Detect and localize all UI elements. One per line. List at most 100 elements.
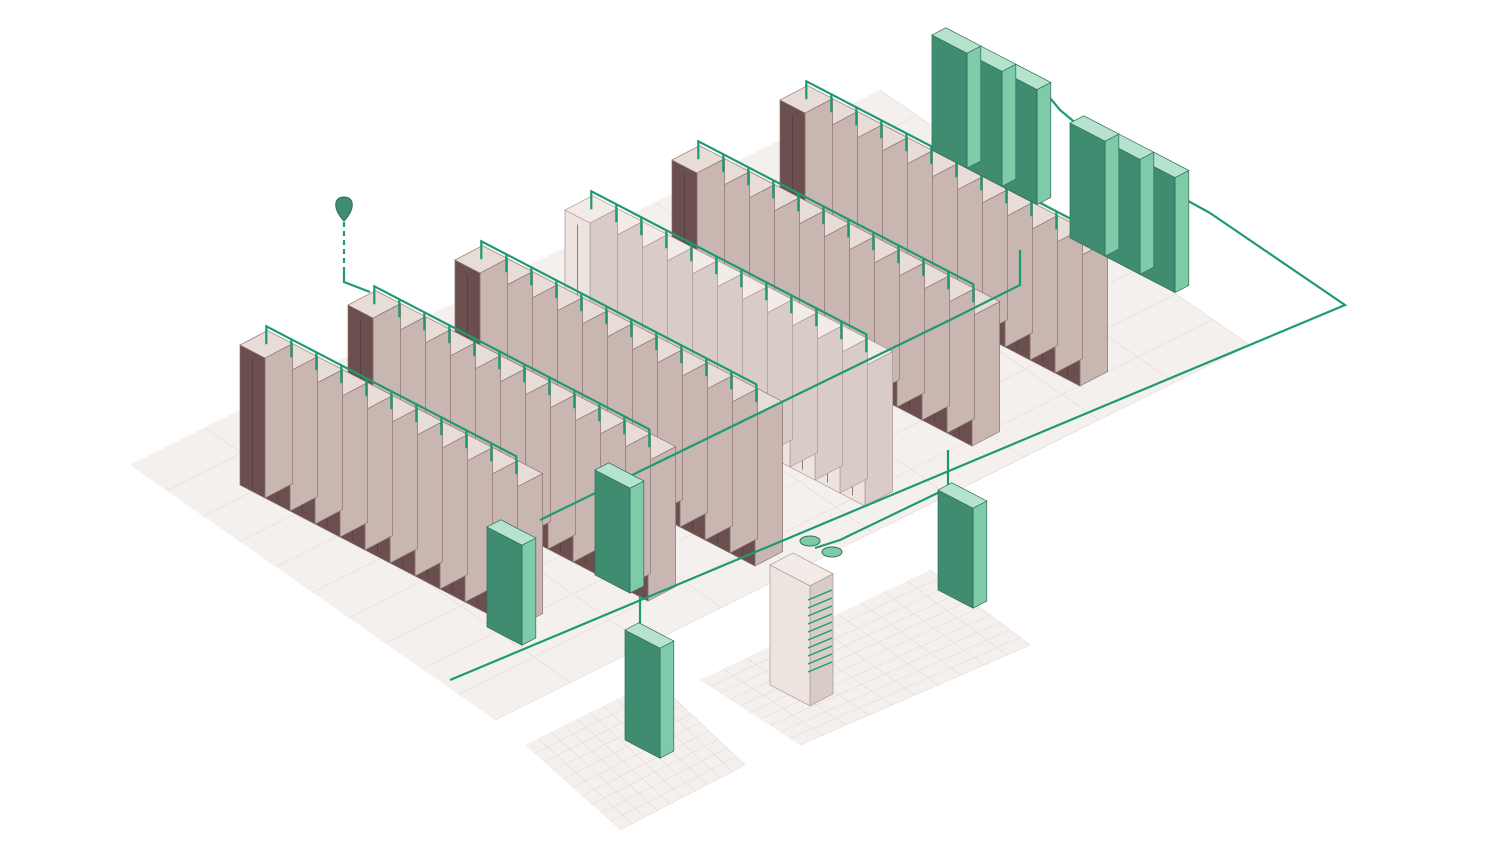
- floor-grid-line: [789, 637, 1021, 739]
- cooling-unit-row-1-end-cabinet-1-side: [521, 537, 537, 646]
- row-4-rack-10-side: [814, 325, 843, 481]
- uplink: [335, 196, 371, 294]
- cooling-unit-back-right-cabinet-3-side: [1174, 169, 1190, 294]
- uplink-cable: [342, 270, 371, 294]
- row-3: [454, 245, 784, 567]
- floor-grid-line: [799, 644, 1031, 746]
- cooling-unit-front-left-cabinet-1: [624, 622, 675, 759]
- row-5-rack-12-side: [971, 301, 1000, 447]
- cooling-unit-front-left-cabinet-1-side: [659, 640, 675, 759]
- floor-grid-line: [619, 764, 746, 831]
- row-3-rack-10-side: [704, 375, 733, 541]
- cooling-unit-row-1-end-cabinet-1-top: [486, 519, 537, 546]
- row-1-rack-1: [239, 330, 294, 499]
- row-3-cable: [480, 239, 758, 403]
- patch-panel-line: [807, 645, 833, 657]
- cooling-unit-front-right-cabinet-1: [937, 482, 988, 609]
- cooling-unit-back-left-cabinet-1: [931, 27, 982, 169]
- main-cable-trunk: [449, 212, 1348, 682]
- cooling-unit-row-2-end-cabinet-1-front: [594, 469, 631, 594]
- patch-panel-line: [807, 621, 833, 633]
- floor-grid-line: [837, 613, 939, 686]
- patch-panel-line: [807, 653, 833, 665]
- sensor-icon: [821, 546, 843, 558]
- cooling-unit-front-right-cabinet-1-front: [937, 489, 974, 609]
- cooling-unit-front-right-cabinet-1-side: [972, 500, 988, 609]
- cooling-unit-back-left-cabinet-1-top: [931, 27, 982, 54]
- row-2-rack-12-side: [647, 446, 676, 602]
- row-1-rack-1-side: [264, 343, 293, 499]
- cooling-unit-back-left-cabinet-3-side: [1036, 81, 1052, 206]
- cooling-unit-back-left-cabinet-1-front: [931, 34, 968, 169]
- floor-grid-line: [749, 607, 981, 713]
- row-1-rack-7-side: [414, 421, 443, 577]
- row-1-rack-5-side: [364, 395, 393, 551]
- row-5-cable: [697, 139, 975, 303]
- cooling-unit-back-left-cabinet-2-side: [1001, 63, 1017, 187]
- row-1-rack-2-side: [289, 356, 318, 512]
- sensor-cable: [814, 487, 949, 550]
- left-floor-pad-surface: [525, 680, 745, 830]
- center-floor-pad: [700, 569, 1031, 746]
- cooling-unit-front-left-cabinet-1-top: [624, 622, 675, 649]
- cooling-unit-row-1-end-cabinet-1: [486, 519, 537, 646]
- floor-grid-line: [769, 622, 1001, 726]
- cooling-unit-row-1-end-cabinet-1-front: [486, 526, 523, 646]
- cooling-unit-back-right-cabinet-1-front: [1069, 122, 1106, 257]
- row-6-rack-11-side: [1054, 228, 1083, 374]
- floor-grid-line: [572, 722, 701, 788]
- floor-grid-line: [494, 344, 1251, 721]
- row-6-rack-12-side: [1079, 241, 1108, 387]
- row-4-cable: [590, 189, 868, 353]
- patch-panel-line: [807, 629, 833, 641]
- floor-grid-line: [591, 739, 719, 805]
- row-3-rack-11-side: [729, 388, 758, 554]
- floor-grid-line: [581, 730, 710, 797]
- row-1-rack-4-side: [339, 382, 368, 538]
- row-2-cable: [373, 284, 651, 448]
- cooling-unit-row-2-end: [594, 462, 645, 594]
- floor-grid-line: [860, 602, 962, 676]
- floor-grid-line: [610, 756, 737, 822]
- sensors: [799, 535, 843, 558]
- row-6-rack-9-side: [1004, 202, 1033, 348]
- patch-panel-line: [807, 605, 833, 617]
- row-2-rack-8-side: [547, 394, 576, 550]
- cooling-unit-back-right: [1069, 115, 1190, 294]
- cooling-unit-front-right: [937, 482, 988, 609]
- cooling-unit-back-left-cabinet-1-side: [966, 45, 982, 169]
- row-5-rack-10-side: [921, 275, 950, 421]
- row-1-rack-3-side: [314, 369, 343, 525]
- cooling-unit-back-right-cabinet-2-side: [1139, 151, 1155, 275]
- network-rack: [769, 552, 834, 707]
- floor-grid-line: [759, 614, 991, 720]
- cooling-unit-back-left: [931, 27, 1052, 206]
- patch-panel-line: [807, 661, 833, 673]
- network-rack-side: [809, 573, 834, 707]
- cooling-unit-back-right-cabinet-1-top: [1069, 115, 1120, 142]
- cooling-unit-row-2-end-cabinet-1: [594, 462, 645, 594]
- cooling-unit-back-right-cabinet-1: [1069, 115, 1120, 257]
- patch-panel-line: [807, 589, 833, 601]
- cooling-unit-row-2-end-cabinet-1-top: [594, 462, 645, 489]
- cooling-layer: [486, 27, 1190, 759]
- cooling-unit-row-2-end-cabinet-1-side: [629, 480, 645, 594]
- row-1: [239, 330, 544, 629]
- row-6-rack-10-side: [1029, 215, 1058, 361]
- cooling-unit-back-right-cabinet-1-side: [1104, 133, 1120, 257]
- cooling-unit-front-left: [624, 622, 675, 759]
- standalone-rack: [769, 552, 834, 707]
- row-1-cable: [265, 324, 518, 475]
- patch-panel-line: [807, 597, 833, 609]
- cooling-unit-front-left-cabinet-1-front: [624, 629, 661, 759]
- patch-panel-line: [807, 637, 833, 649]
- patch-panel-line: [807, 613, 833, 625]
- floor-grid-line: [600, 747, 728, 814]
- cooling-unit-row-1-end: [486, 519, 537, 646]
- sensor-icon: [799, 535, 821, 547]
- center-floor-pad-surface: [700, 570, 1030, 745]
- row-4-rack-9-side: [789, 312, 818, 468]
- network-rack-top: [769, 552, 834, 587]
- row-1-rack-6-side: [389, 408, 418, 564]
